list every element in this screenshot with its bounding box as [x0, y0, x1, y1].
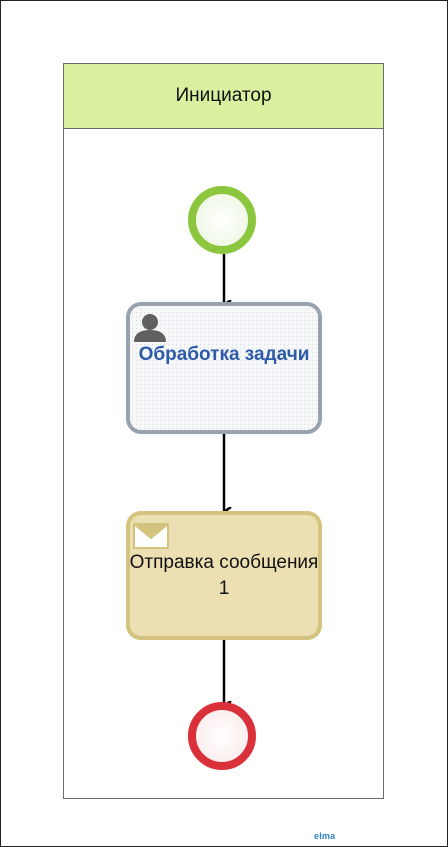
elma-logo: elma [314, 830, 335, 842]
envelope-icon [133, 523, 169, 549]
start-event[interactable] [188, 186, 256, 254]
send-task-label: Отправка сообщения 1 [129, 552, 319, 599]
lane-header[interactable]: Инициатор [64, 64, 383, 129]
person-icon [134, 314, 166, 342]
user-task-label: Обработка задачи [138, 344, 310, 365]
end-event[interactable] [188, 702, 256, 770]
send-message-task[interactable] [126, 511, 322, 640]
logo-mark: elma [314, 831, 336, 841]
user-task[interactable] [126, 302, 322, 434]
